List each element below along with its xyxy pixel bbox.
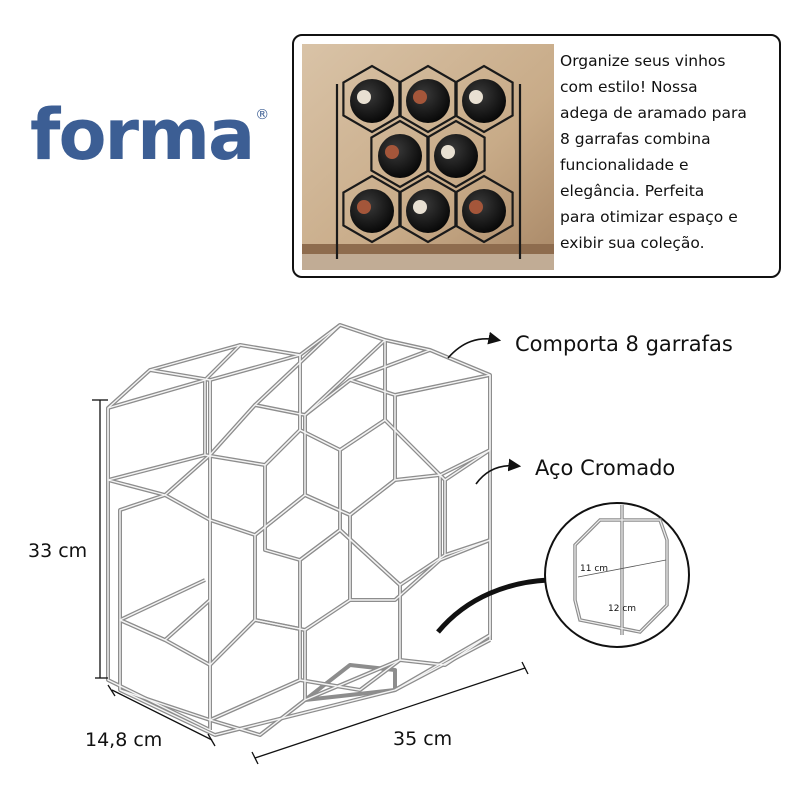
dimension-lines (92, 399, 529, 765)
rack-wireframe (106, 323, 492, 737)
detail-cell-width: 11 cm (580, 564, 609, 574)
depth-dimension-line (111, 689, 213, 741)
promo-line: com estilo! Nossa (560, 78, 698, 96)
bottle-cap (441, 145, 455, 159)
wine-bottle (406, 189, 450, 233)
brand-name: forma (30, 94, 255, 176)
bottle-cap (413, 200, 427, 214)
promo-line: Organize seus vinhos (560, 52, 726, 70)
detail-zoom-circle (544, 502, 690, 648)
promo-line: para otimizar espaço e (560, 208, 738, 226)
bottle-cap (385, 145, 399, 159)
promo-line: adega de aramado para (560, 104, 747, 122)
promo-line: funcionalidade e (560, 156, 689, 174)
capacity-arrow (447, 331, 502, 359)
wine-rack-photo-illustration (302, 44, 554, 270)
detail-arrow (436, 577, 549, 634)
bottle-cap (357, 90, 371, 104)
wine-bottle (434, 134, 478, 178)
bottle-cap (357, 200, 371, 214)
width-dimension-line (254, 667, 526, 759)
rack-cell (426, 119, 486, 189)
bottle-cap (413, 90, 427, 104)
promo-description: Organize seus vinhos com estilo! Nossa a… (560, 48, 778, 256)
promo-line: 8 garrafas combina (560, 130, 711, 148)
width-label: 35 cm (393, 728, 453, 750)
material-callout: Aço Cromado (535, 456, 676, 480)
capacity-callout: Comporta 8 garrafas (515, 332, 733, 356)
detail-cell-height: 12 cm (608, 604, 637, 614)
depth-label: 14,8 cm (85, 729, 163, 751)
wine-bottle (462, 79, 506, 123)
height-label: 33 cm (28, 540, 88, 562)
brand-logo: forma® (30, 100, 269, 170)
bottle-cap (469, 90, 483, 104)
wine-bottle (378, 134, 422, 178)
registered-mark: ® (255, 107, 269, 123)
promo-line: elegância. Perfeita (560, 182, 705, 200)
wine-bottle (406, 79, 450, 123)
wine-rack-photo (302, 44, 554, 270)
bottle-cap (469, 200, 483, 214)
wine-bottle (350, 189, 394, 233)
promo-box: Organize seus vinhos com estilo! Nossa a… (292, 34, 781, 278)
promo-line: exibir sua coleção. (560, 234, 705, 252)
wine-bottle (462, 189, 506, 233)
rack-cell (454, 64, 514, 134)
wine-bottle (350, 79, 394, 123)
material-arrow (475, 458, 522, 485)
rack-cell (454, 174, 514, 244)
